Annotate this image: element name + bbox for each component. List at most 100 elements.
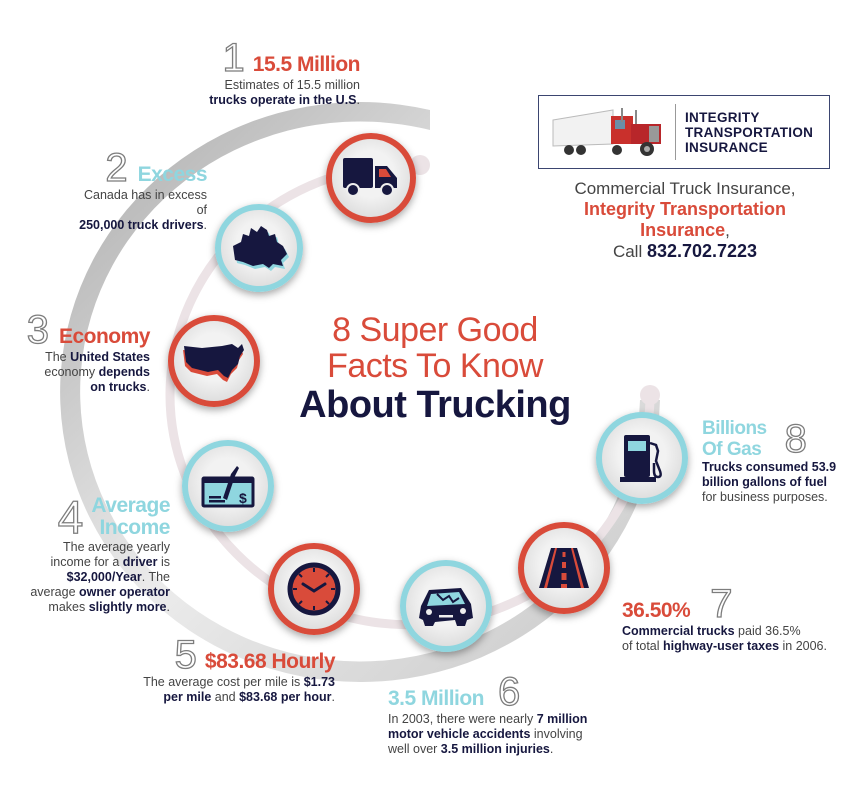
fact-5-text-c: per mile (163, 690, 212, 704)
fact-1-icon-circle (326, 133, 416, 223)
fact-1-text-end: . (356, 93, 360, 107)
fact-6-text-d: involving (530, 727, 583, 741)
fact-4: 4 Average Income The average yearly inco… (18, 491, 170, 615)
clock-icon (287, 562, 341, 616)
fact-7: 36.50% 7 Commercial trucks paid 36.5% of… (622, 582, 852, 654)
fact-5-heading: $83.68 Hourly (204, 650, 336, 673)
logo-line-3: INSURANCE (685, 140, 768, 155)
highway-road-icon (539, 548, 589, 588)
fact-3-text-c: economy (44, 365, 99, 379)
fact-4-heading-line-2: Income (99, 516, 170, 539)
fact-1: 1 15.5 Million Estimates of 15.5 million… (190, 36, 361, 108)
fact-6-icon-circle (400, 560, 492, 652)
infographic-title: 8 Super Good Facts To Know About Truckin… (290, 312, 580, 426)
cta-line-1: Commercial Truck Insurance, (574, 179, 796, 198)
cta-company-link[interactable]: Integrity Transportation Insurance (583, 199, 787, 240)
fact-3-text-e: on trucks (90, 380, 147, 394)
title-line-2: Facts To Know (327, 347, 543, 385)
canada-map-icon (233, 226, 289, 271)
fact-4-text-e: $32,000/Year (66, 570, 142, 584)
fact-3: 3 Economy The United States economy depe… (12, 309, 150, 395)
fact-6-text-c: motor vehicle accidents (388, 727, 531, 741)
fact-1-text: Estimates of 15.5 million trucks operate… (190, 78, 360, 108)
cta-comma: , (725, 221, 730, 240)
fact-4-text-g: average (30, 585, 79, 599)
fact-6-text-e: well over (388, 742, 441, 756)
fact-2: 2 Excess Canada has in excess of 250,000… (72, 146, 208, 233)
fact-1-text-bold: trucks operate in the U.S (209, 93, 357, 107)
fact-4-icon-circle: $ (182, 440, 274, 532)
fact-8-icon-circle (596, 412, 688, 504)
fact-4-text-c: driver (122, 555, 158, 569)
fact-6-text: In 2003, there were nearly 7 million mot… (388, 712, 628, 757)
svg-text:$: $ (239, 490, 247, 506)
fact-5-text-d: and (211, 690, 240, 704)
check-pen-icon: $ (201, 466, 255, 508)
fact-2-text-line: Canada has in excess of (84, 188, 207, 217)
fact-5-icon-circle (268, 543, 360, 635)
fact-3-text-f: . (146, 380, 150, 394)
fact-5-text: The average cost per mile is $1.73 per m… (110, 675, 335, 705)
fact-7-icon-circle (518, 522, 610, 614)
logo-line-2: TRANSPORTATION (685, 125, 814, 140)
fact-6-text-b: 7 million (536, 712, 588, 726)
fact-6-text-a: In 2003, there were nearly (388, 712, 537, 726)
fact-4-text-b: income for a (50, 555, 123, 569)
fact-5-text-b: $1.73 (303, 675, 335, 689)
delivery-truck-icon (343, 158, 397, 197)
sponsor-logo[interactable]: INTEGRITY TRANSPORTATION INSURANCE (538, 95, 830, 169)
fact-5-number: 5 (174, 633, 198, 677)
wrecked-car-icon (419, 588, 473, 626)
fact-4-number: 4 (57, 491, 84, 543)
logo-wordmark: INTEGRITY TRANSPORTATION INSURANCE (685, 110, 813, 155)
fact-7-text-d: highway-user taxes (663, 639, 780, 653)
usa-map-icon (183, 344, 244, 382)
fact-2-text-bold: 250,000 truck drivers (79, 218, 204, 232)
fact-3-text-a: The (45, 350, 71, 364)
fact-1-number: 1 (222, 36, 246, 80)
fact-1-heading: 15.5 Million (252, 53, 361, 76)
fact-4-text-h: owner operator (79, 585, 170, 599)
fact-6-text-g: . (549, 742, 554, 756)
fact-8-heading-line-1: Billions (702, 418, 767, 439)
cta-line-3: Call 832.702.7223 (540, 241, 830, 262)
fact-5: 5 $83.68 Hourly The average cost per mil… (110, 633, 336, 705)
fact-3-text-d: depends (98, 365, 150, 379)
logo-divider (675, 104, 676, 160)
fact-7-text-b: paid 36.5% (734, 624, 801, 638)
fact-6-heading: 3.5 Million (388, 687, 485, 710)
fact-7-heading: 36.50% (622, 599, 691, 622)
fact-8-text-b: billion gallons of fuel (702, 475, 827, 489)
fact-3-text: The United States economy depends on tru… (12, 350, 150, 395)
fact-2-number: 2 (105, 146, 129, 190)
cta-line-2: Integrity Transportation Insurance, (540, 199, 830, 241)
fact-3-text-b: United States (70, 350, 150, 364)
fact-5-text-e: $83.68 per hour (239, 690, 332, 704)
fact-4-text-a: The average yearly (62, 540, 170, 554)
fact-8-number: 8 (784, 417, 808, 461)
fact-8: Billions Of Gas 8 Trucks consumed 53.9 b… (702, 418, 852, 505)
fact-7-text-c: of total (622, 639, 663, 653)
fact-5-text-f: . (331, 690, 335, 704)
logo-line-1: INTEGRITY (685, 110, 760, 125)
fact-8-heading-line-2: Of Gas (702, 439, 762, 460)
fact-2-heading: Excess (137, 163, 208, 186)
fact-6-text-f: 3.5 million injuries (440, 742, 550, 756)
title-line-3: About Trucking (299, 384, 571, 426)
fact-7-text: Commercial trucks paid 36.5% of total hi… (622, 624, 852, 654)
fact-5-text-a: The average cost per mile is (143, 675, 304, 689)
fact-4-heading-line-1: Average (91, 494, 170, 517)
fact-4-text: The average yearly income for a driver i… (18, 540, 170, 615)
fact-4-text-d: is (157, 555, 170, 569)
cta-phone-number[interactable]: 832.702.7223 (646, 241, 758, 261)
fact-4-text-k: . (166, 600, 170, 614)
fact-4-text-i: makes (48, 600, 89, 614)
fact-8-text-c: for business purposes. (702, 490, 828, 504)
fact-7-number: 7 (710, 582, 734, 626)
cta-call-label: Call (612, 242, 647, 261)
fact-2-text-end: . (203, 218, 207, 232)
fact-4-text-f: . The (141, 570, 170, 584)
sponsor-call-to-action: Commercial Truck Insurance, Integrity Tr… (540, 178, 830, 262)
fact-2-text: Canada has in excess of 250,000 truck dr… (72, 188, 207, 233)
semi-truck-image (552, 108, 661, 156)
